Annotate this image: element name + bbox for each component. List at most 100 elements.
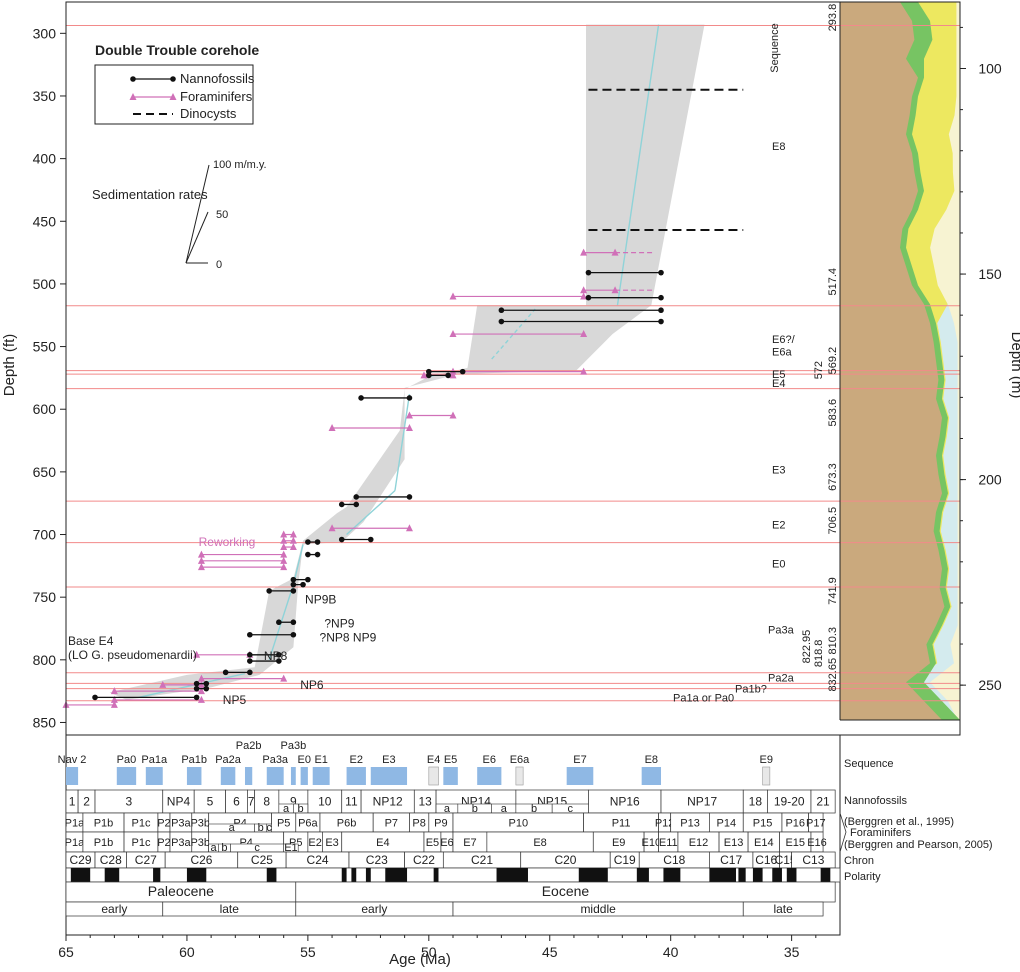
- y-tick-label: 550: [33, 339, 57, 355]
- foram-triangle-marker: [289, 530, 297, 538]
- forams-bracket: [839, 812, 847, 853]
- sequence-box-label: E5: [444, 754, 457, 766]
- x-tick-label: 35: [784, 944, 800, 960]
- nanno-dot-marker: [203, 685, 210, 692]
- boundary-depth-label: 517.4: [827, 268, 839, 296]
- foram1-zone-label: P9: [434, 818, 447, 830]
- x-tick-label: 45: [542, 944, 558, 960]
- foram-triangle-marker: [280, 556, 288, 564]
- polarity-normal-bar: [709, 868, 736, 882]
- foram1-zone-label: P14: [717, 818, 737, 830]
- nanno-dot-marker: [305, 551, 311, 558]
- nanno-zone-label: NP16: [610, 795, 640, 809]
- foram2-subzone-label: a: [210, 842, 217, 854]
- epoch-label: Paleocene: [148, 883, 214, 899]
- foram-triangle-marker: [193, 650, 201, 658]
- nanno-dot-marker: [300, 581, 306, 588]
- sequence-box-label: Nav 2: [58, 754, 87, 766]
- sequence-label: E6a: [772, 347, 792, 359]
- polarity-normal-bar: [738, 868, 746, 882]
- foram2-zone-label: P1b: [94, 837, 114, 849]
- foram2-zone-label: P2: [157, 837, 170, 849]
- foram2-zone-label: E10: [642, 837, 662, 849]
- foram-triangle-marker: [159, 680, 167, 688]
- polarity-normal-bar: [186, 868, 207, 882]
- legend-box: [94, 64, 254, 125]
- legend-foram-triangle-left: [129, 93, 137, 100]
- chart-annotation: ?NP8 NP9: [320, 630, 377, 644]
- chron-label: C16: [755, 853, 777, 867]
- y-tick-label: 300: [33, 25, 57, 41]
- foram-triangle-marker: [449, 292, 457, 300]
- y-tick-label: 400: [33, 151, 57, 167]
- foram2-subzone-label: c: [254, 842, 260, 854]
- foram-triangle-marker: [580, 248, 588, 256]
- y-tick-label: 700: [33, 527, 57, 543]
- polarity-normal-bar: [365, 868, 371, 882]
- foram1-zone-label: P6a: [298, 818, 318, 830]
- foram1-zone-label: P8: [412, 818, 425, 830]
- y2-tick-label: 100: [978, 61, 1002, 77]
- nanno-dot-marker: [658, 269, 664, 276]
- polarity-normal-bar: [578, 868, 608, 882]
- nanno-subzone-label: b: [298, 803, 304, 815]
- nanno-dot-marker: [314, 551, 321, 558]
- sequence-box: [370, 767, 408, 785]
- sequence-box-label: E8: [645, 754, 658, 766]
- nanno-zone-label: 5: [207, 795, 214, 809]
- y-axis-title: Depth (ft): [1, 334, 18, 397]
- sequence-label: E8: [772, 141, 785, 153]
- foram-triangle-marker: [328, 424, 336, 432]
- foram-triangle-marker: [197, 556, 205, 564]
- legend-nanno-dot-right: [170, 76, 176, 82]
- foram1-zone-label: P13: [680, 818, 700, 830]
- sequence-box: [145, 767, 163, 785]
- nanno-dot-marker: [193, 680, 200, 687]
- sequence-label: E0: [772, 558, 785, 570]
- sequence-box-label: E1: [314, 754, 327, 766]
- nanno-dot-marker: [406, 494, 413, 500]
- x-axis-title: Age (Ma): [389, 951, 451, 968]
- polarity-normal-bar: [266, 868, 277, 882]
- y-tick-label: 350: [33, 88, 57, 104]
- nanno-dot-marker: [276, 658, 282, 664]
- lithology-sand-band: [840, 2, 945, 720]
- sequence-box: [220, 767, 236, 785]
- polarity-normal-bar: [70, 868, 91, 882]
- sequence-boundaries: 293.8517.4569.2572583.6673.3706.5741.981…: [66, 4, 960, 704]
- chron-label: C23: [366, 853, 388, 867]
- foram1-zone-label: P5: [277, 818, 290, 830]
- boundary-depth-label: 706.5: [827, 507, 839, 535]
- polarity-normal-bar: [153, 868, 161, 882]
- foram2-zone-label: P3a: [171, 837, 191, 849]
- nanno-dot-marker: [266, 588, 272, 594]
- foram1-zone-label: P12: [655, 818, 675, 830]
- nanno-dot-marker: [498, 307, 505, 314]
- sequence-row-label: Sequence: [844, 758, 894, 770]
- lithology-strip: [840, 2, 960, 720]
- foram1-zone-label: P16: [785, 818, 805, 830]
- nanno-subzone-label: b: [531, 803, 537, 815]
- sequence-box-label: Pa2b: [236, 740, 262, 752]
- nanno-subzone-label: a: [283, 803, 290, 815]
- sequence-box-label: Pa1b: [181, 754, 207, 766]
- legend-nanno-dot-left: [130, 76, 136, 82]
- chron-label: C22: [413, 853, 435, 867]
- sequence-box: [515, 766, 524, 786]
- foram2-zone-label: E9: [612, 837, 625, 849]
- chart-annotation: Base E4: [68, 634, 114, 648]
- legend-foram-label: Foraminifers: [180, 89, 253, 104]
- subepoch-label: late: [773, 902, 793, 916]
- nanno-dot-marker: [92, 694, 98, 701]
- foram-triangle-marker: [110, 687, 118, 695]
- polarity-normal-bar: [772, 868, 782, 882]
- rate-title: Sedimentation rates: [92, 187, 208, 202]
- nanno-dot-marker: [247, 631, 253, 638]
- y-tick-label: 850: [33, 714, 57, 730]
- sequence-box-label: E3: [382, 754, 395, 766]
- foram2-zone-label: E11: [659, 837, 678, 849]
- y-tick-label: 650: [33, 464, 57, 480]
- sequence-box: [428, 766, 439, 786]
- sequence-box-label: Pa3b: [281, 740, 307, 752]
- sequence-box: [290, 767, 296, 785]
